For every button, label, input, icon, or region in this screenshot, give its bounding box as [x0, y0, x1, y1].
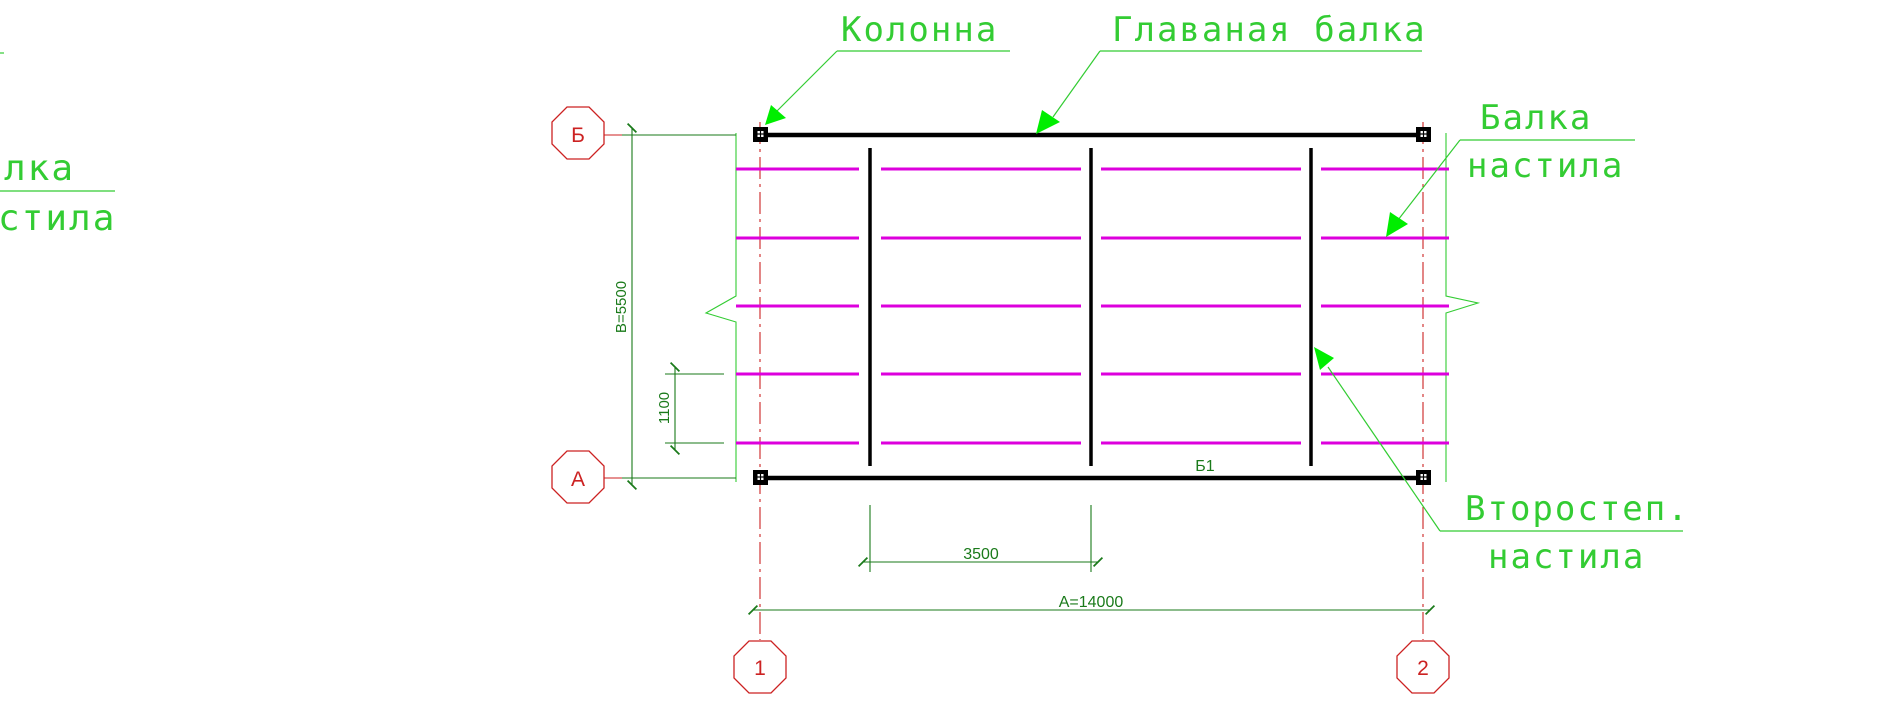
column-b1 [753, 127, 768, 142]
axis-label-row-bottom: А [571, 468, 585, 491]
label-secondary-beam-2: настила [1488, 537, 1645, 577]
dimension-text-deck-spacing: 1100 [656, 392, 673, 424]
leaders: Колонна Главаная балка Балка настила Вто… [765, 10, 1690, 577]
deck-beams [736, 167, 1449, 445]
columns [753, 127, 1431, 485]
partial-left-annotation: лка стила [0, 52, 116, 239]
dimension-deck-spacing [665, 361, 724, 456]
break-line-right [1445, 133, 1481, 482]
column-a2 [1416, 470, 1431, 485]
beam-mark: Б1 [1195, 458, 1215, 475]
axis-marker-row-bottom: А [551, 450, 636, 504]
axis-marker-row-top: Б [551, 106, 636, 160]
dimension-text-width-total: B=5500 [613, 281, 630, 333]
partial-left-label-2: стила [0, 198, 116, 239]
dimension-secondary-spacing [857, 505, 1104, 572]
secondary-beams [868, 148, 1313, 466]
main-beams [760, 132, 1423, 481]
label-secondary-beam-1: Второстеп. [1465, 489, 1690, 529]
dimension-width-total [622, 122, 736, 491]
axis-label-col-left: 1 [754, 657, 766, 680]
column-a1 [753, 470, 768, 485]
label-deck-beam-2: настила [1467, 146, 1624, 186]
dimension-text-secondary-spacing: 3500 [963, 546, 999, 563]
leader-secondary-beam: Второстеп. настила [1314, 347, 1690, 577]
label-column: Колонна [841, 10, 998, 50]
dimension-text-span-total: A=14000 [1059, 594, 1124, 611]
leader-deck-beam: Балка настила [1386, 98, 1635, 237]
axis-label-row-top: Б [571, 124, 585, 147]
axis-label-col-right: 2 [1417, 657, 1429, 680]
label-deck-beam-1: Балка [1480, 98, 1592, 138]
leader-main-beam: Главаная балка [1036, 10, 1427, 134]
partial-left-label-1: лка [4, 148, 75, 189]
dimensions [622, 122, 1436, 616]
label-main-beam: Главаная балка [1112, 10, 1427, 50]
axis-marker-col-right: 2 [1396, 640, 1450, 694]
axis-markers: Б А 1 2 [551, 106, 1450, 694]
axis-marker-col-left: 1 [733, 640, 787, 694]
axis-gridlines [759, 122, 1424, 640]
break-line-left [704, 133, 737, 482]
column-b2 [1416, 127, 1431, 142]
leader-column: Колонна [765, 10, 1010, 125]
